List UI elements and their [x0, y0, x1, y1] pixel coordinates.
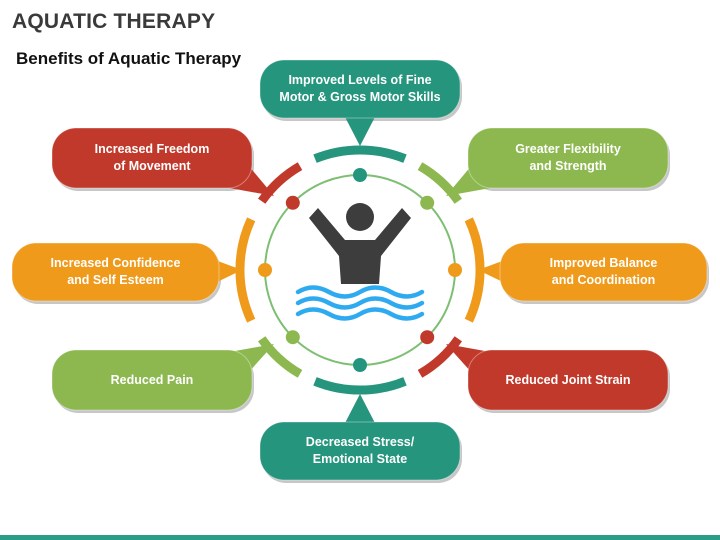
arc-bottom	[313, 377, 407, 395]
swimmer-body	[309, 208, 411, 284]
swimmer-head	[346, 203, 374, 231]
bubble-body	[259, 59, 461, 119]
bubble-pointer	[446, 344, 496, 373]
dot-lower-right	[420, 330, 435, 345]
bubble-body	[11, 242, 220, 302]
wave-line-2	[295, 296, 425, 310]
arc-upper-left	[258, 162, 303, 204]
benefit-bubble-upper-left	[51, 127, 274, 196]
dot-lower-left	[285, 330, 300, 345]
dot-upper-right	[420, 195, 435, 210]
arc-right	[464, 217, 485, 323]
arc-top	[313, 145, 407, 163]
wave-line-1	[295, 285, 425, 299]
benefit-bubble-bottom	[259, 394, 462, 483]
benefit-bubbles	[11, 59, 709, 483]
bubble-body	[51, 127, 253, 189]
water-waves-icon	[295, 285, 425, 321]
bubble-pointer	[478, 260, 505, 283]
dot-right	[448, 263, 462, 277]
bubble-pointer	[345, 394, 375, 423]
benefit-bubble-lower-right	[446, 344, 670, 413]
arc-left	[235, 217, 256, 323]
benefit-bubble-middle-left	[11, 242, 242, 304]
bubble-pointer	[345, 117, 375, 146]
benefit-bubble-upper-right	[446, 127, 670, 196]
bubble-pointer	[215, 260, 242, 283]
page-title: AQUATIC THERAPY	[12, 10, 216, 33]
swimmer-icon	[309, 203, 411, 284]
bubble-pointer	[224, 344, 274, 373]
bubble-pointer	[446, 165, 496, 196]
benefit-bubble-middle-right	[478, 242, 709, 304]
bubble-body	[259, 421, 461, 481]
arc-lower-right	[417, 336, 462, 378]
dot-top	[353, 168, 367, 182]
benefit-ring	[235, 145, 485, 395]
footer-bar	[0, 535, 720, 540]
page-subtitle: Benefits of Aquatic Therapy	[16, 49, 242, 68]
benefit-bubble-lower-left	[51, 344, 274, 413]
bubble-pointer	[224, 165, 274, 196]
arc-lower-left	[258, 336, 303, 378]
dot-left	[258, 263, 272, 277]
dot-bottom	[353, 358, 367, 372]
arc-upper-right	[417, 162, 462, 204]
dot-upper-left	[285, 195, 300, 210]
bubble-body	[467, 127, 669, 189]
bubble-body	[51, 349, 253, 411]
wave-line-3	[295, 307, 425, 321]
benefit-bubble-top	[259, 59, 462, 146]
bubble-body	[499, 242, 708, 302]
bubble-body	[467, 349, 669, 411]
